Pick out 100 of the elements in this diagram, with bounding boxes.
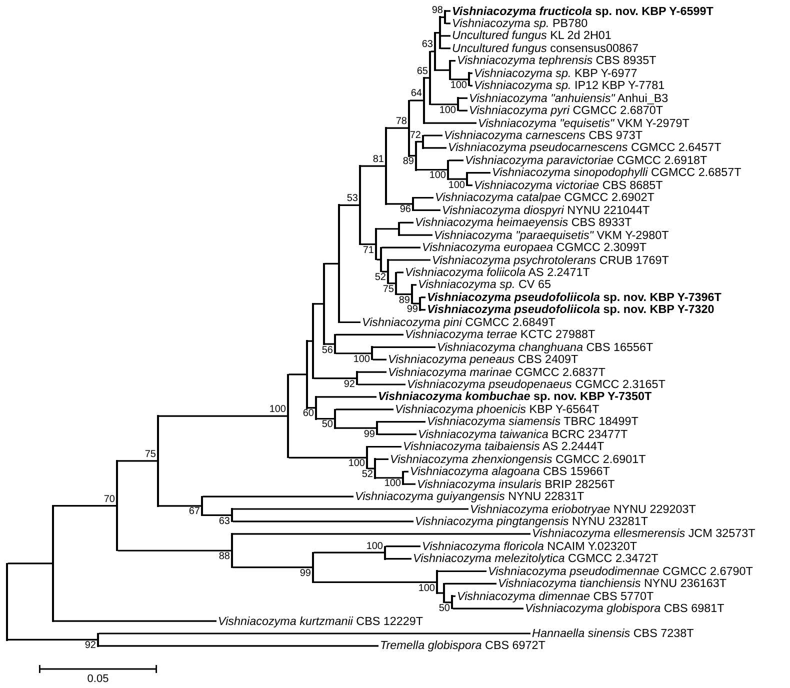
- branch-line: [420, 296, 426, 298]
- taxon-label: Vishniacozyma paravictoriae CGMCC 2.6918T: [465, 154, 708, 167]
- branch-line: [336, 334, 404, 336]
- taxon-label: Vishniacozyma taiwanica BCRC 23477T: [418, 428, 628, 441]
- branch-line: [444, 582, 496, 584]
- branch-line: [372, 346, 436, 348]
- taxon-label: Vishniacozyma sp. KBP Y-6977: [474, 66, 638, 80]
- branch-line: [452, 608, 524, 610]
- branch-line: [340, 321, 360, 324]
- branch-line: [440, 35, 450, 37]
- bootstrap-value: 100: [439, 106, 456, 116]
- branch-line: [336, 352, 372, 354]
- taxon-label: Vishniacozyma phoenicis KBP Y-6564T: [395, 402, 600, 416]
- branch-line: [358, 371, 386, 373]
- branch-line: [232, 533, 530, 535]
- branch-line: [360, 165, 386, 167]
- branch-line: [458, 97, 468, 99]
- taxon-label: Vishniacozyma europaea CGMCC 2.3099T: [422, 241, 647, 254]
- taxon-label: Vishniacozyma insularis BRIP 28256T: [417, 478, 615, 491]
- taxon-label: Vishniacozyma dimennae CBS 5770T: [457, 590, 654, 603]
- branch-line: [378, 434, 416, 436]
- bootstrap-value: 75: [382, 284, 394, 295]
- taxon-label: Vishniacozyma victoriae CBS 8685T: [474, 178, 663, 192]
- bootstrap-value: 53: [346, 194, 358, 204]
- branch-line: [376, 228, 398, 230]
- taxon-label: Vishniacozyma diospyri NYNU 221044T: [442, 204, 650, 217]
- taxon-label: Vishniacozyma pseudodimennae CGMCC 2.6790T: [488, 564, 753, 578]
- taxon-label: Vishniacozyma kombuchae sp. nov. KBP Y-7350T: [378, 390, 652, 404]
- bootstrap-value: 100: [418, 584, 435, 594]
- taxon-label: Vishniacozyma kurtzmanii CBS 12229T: [218, 614, 424, 628]
- taxon-label: Vishniacozyma zhenxiongensis CGMCC 2.6901T: [390, 452, 646, 466]
- branch-line: [314, 303, 324, 305]
- taxon-label: Vishniacozyma melezitolytica CGMCC 2.3472T: [413, 552, 658, 566]
- taxon-label: Vishniacozyma "anhuiensis" Anhui_B3: [469, 92, 668, 105]
- taxon-label: Vishniacozyma tianchiensis NYNU 236163T: [498, 577, 726, 590]
- bootstrap-value: 65: [416, 66, 428, 77]
- bootstrap-value: 56: [322, 346, 333, 356]
- branch-line: [118, 460, 158, 462]
- taxon-label: Vishniacozyma catalpae CGMCC 2.6902T: [435, 191, 654, 204]
- taxon-label: Vishniacozyma sp. CV 65: [418, 278, 551, 292]
- branch-line: [446, 10, 450, 12]
- branch-line: [368, 468, 374, 470]
- taxon-label: Vishniacozyma carnescens CBS 973T: [444, 129, 643, 142]
- bootstrap-value: 89: [402, 157, 414, 168]
- branch-line: [314, 377, 356, 380]
- branch-line: [54, 505, 116, 507]
- branch-line: [8, 562, 52, 564]
- branch-line: [336, 408, 394, 410]
- branch-line: [288, 456, 366, 458]
- branch-line: [376, 458, 388, 460]
- branch-line: [400, 234, 432, 236]
- bootstrap-value: 96: [400, 205, 411, 216]
- taxon-label: Vishniacozyma guiyangensis NYNU 22831T: [355, 490, 584, 504]
- taxon-label: Vishniacozyma "equisetis" VKM Y-2979T: [478, 116, 690, 130]
- branch-line: [424, 147, 446, 149]
- branch-line: [360, 243, 376, 246]
- branch-line: [450, 78, 468, 80]
- taxon-label: Vishniacozyma sp. IP12 KBP Y-7781: [474, 79, 665, 92]
- taxon-label: Vishniacozyma ellesmerensis JCM 32573T: [532, 527, 756, 540]
- branch-line: [336, 427, 376, 429]
- bootstrap-value: 99: [300, 568, 311, 579]
- branch-line: [440, 48, 450, 50]
- bootstrap-value: 50: [438, 604, 450, 614]
- branch-line: [386, 203, 412, 205]
- branch-line: [438, 570, 486, 572]
- taxon-label: Vishniacozyma sinopodophylli CGMCC 2.6857T: [492, 166, 742, 180]
- taxon-label: Vishniacozyma pseudocarnescens CGMCC 2.6457T: [448, 141, 722, 154]
- branch-line: [396, 293, 412, 296]
- bootstrap-value: 100: [450, 80, 467, 91]
- bootstrap-value: 100: [366, 542, 383, 552]
- taxon-label: Vishniacozyma siamensis TBRC 18499T: [427, 415, 638, 428]
- bootstrap-value: 88: [218, 552, 230, 562]
- branch-line: [158, 415, 288, 417]
- bootstrap-value: 100: [384, 479, 401, 490]
- taxon-label: Vishniacozyma alagoana CBS 15966T: [410, 465, 610, 478]
- taxon-label: Vishniacozyma pini CGMCC 2.6849T: [362, 316, 556, 329]
- taxon-label: Vishniacozyma "paraequisetis" VKM Y-2980T: [434, 228, 669, 242]
- branch-line: [158, 505, 202, 507]
- branch-line: [98, 632, 530, 634]
- bootstrap-value: 64: [410, 89, 422, 100]
- taxon-label: Vishniacozyma sp. PB780: [452, 16, 588, 30]
- branch-line: [468, 184, 472, 186]
- branch-line: [324, 343, 334, 345]
- bootstrap-value: 67: [188, 507, 200, 518]
- branch-line: [420, 309, 426, 311]
- branch-line: [316, 418, 334, 420]
- branch-line: [414, 209, 440, 211]
- branch-line: [416, 168, 448, 171]
- branch-line: [468, 172, 490, 174]
- bootstrap-value: 60: [302, 409, 314, 420]
- bootstrap-value: 100: [448, 180, 465, 191]
- branch-line: [202, 514, 232, 516]
- branch-line: [54, 620, 216, 622]
- taxon-label: Vishniacozyma changhuana CBS 16556T: [437, 340, 654, 354]
- branch-line: [98, 645, 378, 647]
- bootstrap-value: 100: [353, 354, 370, 365]
- bootstrap-value: 99: [364, 430, 375, 440]
- bootstrap-value: 63: [218, 516, 230, 527]
- branch-line: [424, 134, 442, 136]
- branch-line: [450, 60, 456, 62]
